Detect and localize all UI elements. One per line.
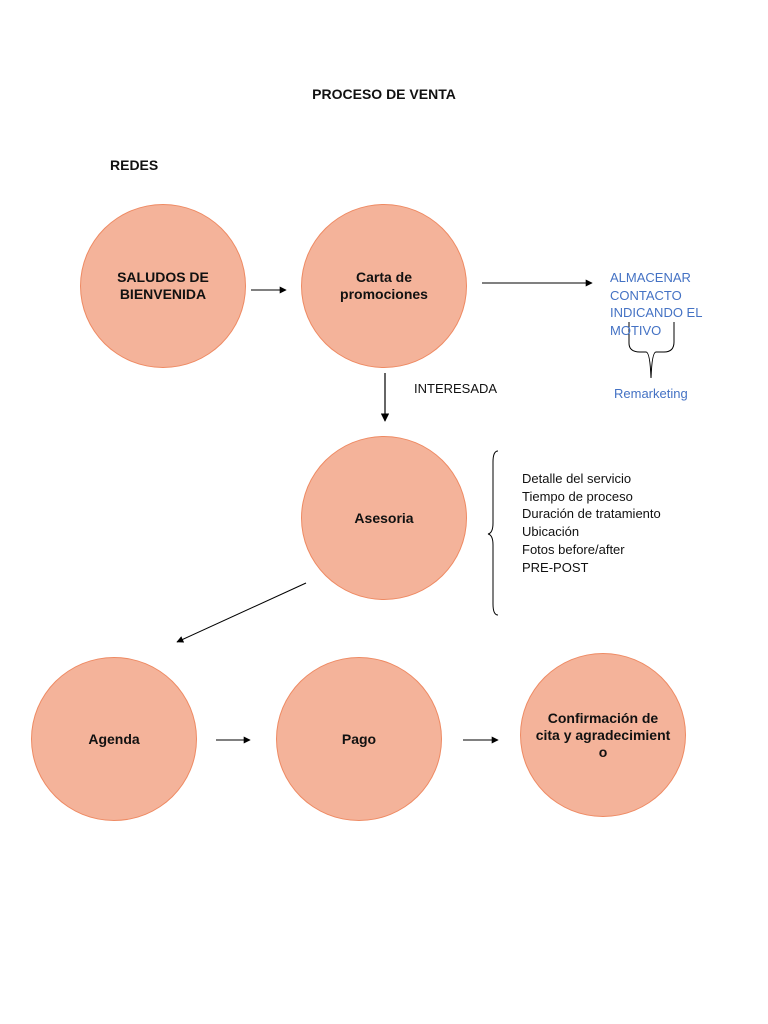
- node-agenda: Agenda: [31, 657, 197, 821]
- detail-item: Tiempo de proceso: [522, 488, 633, 504]
- page-title: PROCESO DE VENTA: [312, 86, 456, 102]
- detail-item: PRE-POST: [522, 559, 589, 575]
- detail-item: Detalle del servicio: [522, 471, 632, 486]
- section-label: REDES: [110, 157, 159, 173]
- remarketing-label: Remarketing: [614, 386, 688, 401]
- detail-item: Ubicación: [522, 524, 580, 540]
- almacenar-line: CONTACTO: [610, 287, 682, 303]
- node-pago: Pago: [276, 657, 442, 821]
- almacenar-line: INDICANDO EL: [610, 305, 703, 320]
- detail-item: Fotos before/after: [522, 541, 625, 557]
- almacenar-contacto-note: ALMACENAR CONTACTO INDICANDO EL MOTIVO: [610, 269, 702, 339]
- node-carta-de-promociones: Carta de promociones: [301, 204, 467, 368]
- arrow-asesoria-to-agenda: [176, 582, 307, 643]
- almacenar-line: ALMACENAR: [610, 270, 691, 285]
- asesoria-details-list: Detalle del servicio Tiempo de proceso D…: [522, 470, 661, 576]
- node-confirmacion: Confirmación de cita y agradecimient o: [520, 653, 686, 817]
- edge-label-interesada: INTERESADA: [414, 381, 498, 396]
- node-saludos-de-bienvenida: SALUDOS DE BIENVENIDA: [80, 204, 246, 368]
- remarketing-brace: [628, 322, 675, 379]
- node-asesoria: Asesoria: [301, 436, 467, 600]
- details-brace: [487, 450, 499, 616]
- almacenar-line: MOTIVO: [610, 322, 662, 338]
- detail-item: Duración de tratamiento: [522, 506, 661, 522]
